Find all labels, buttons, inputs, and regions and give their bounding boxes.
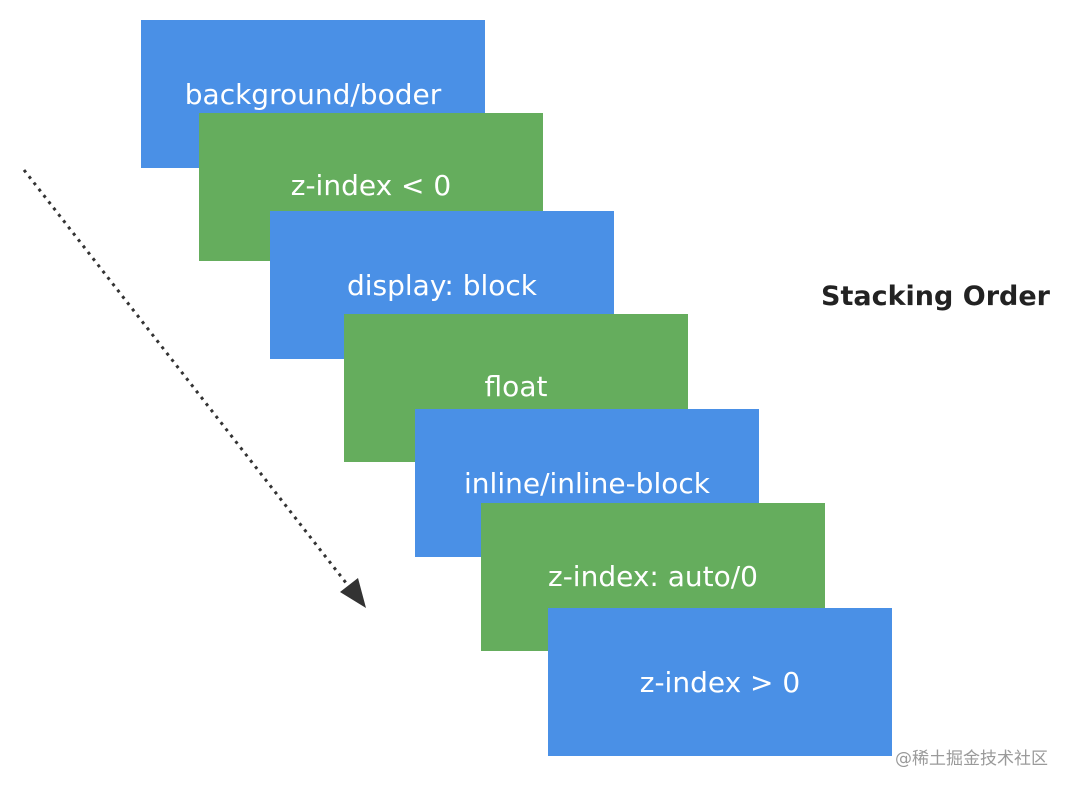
layer-positive-z-index: z-index > 0 [548,608,892,756]
layer-label: z-index > 0 [639,666,801,699]
watermark: @稀土掘金技术社区 [895,749,1048,769]
layer-label: background/boder [184,78,442,111]
layer-label: display: block [346,269,537,302]
arrow-dotted-line [22,169,352,589]
layer-label: inline/inline-block [464,467,710,500]
arrow-down-right-icon [340,578,366,608]
diagram-title: Stacking Order [821,281,1050,312]
layer-label: z-index: auto/0 [548,560,758,593]
layer-label: z-index < 0 [290,169,452,202]
layer-label: float [484,370,548,403]
